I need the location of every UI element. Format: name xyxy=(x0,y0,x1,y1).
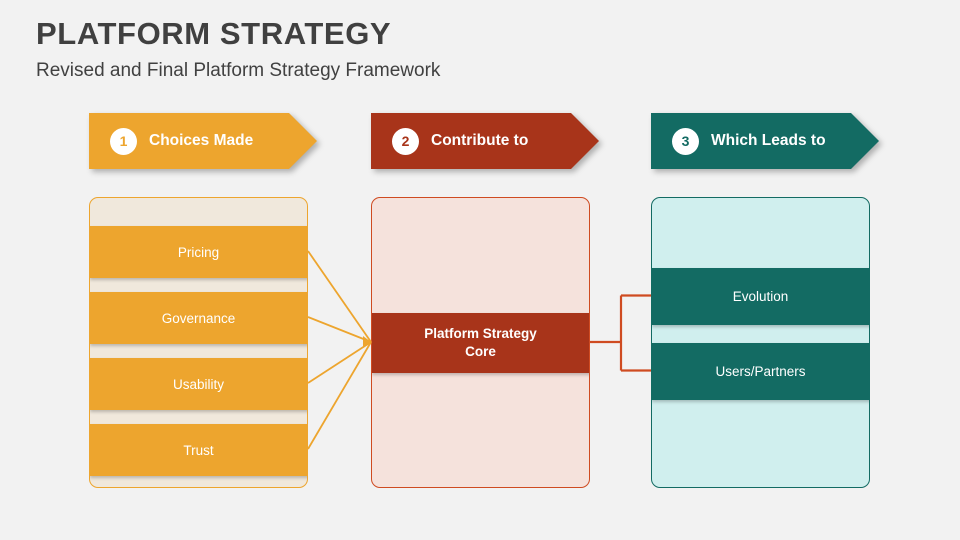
choice-label-pricing: Pricing xyxy=(177,244,220,260)
core-label-line1: Platform Strategy xyxy=(424,326,537,342)
choice-item-usability[interactable]: Usability xyxy=(90,358,307,410)
stage-label-2: Contribute to xyxy=(431,132,529,149)
page-subtitle: Revised and Final Platform Strategy Fram… xyxy=(36,60,441,81)
connector-arrow-left xyxy=(363,336,371,348)
choice-item-governance[interactable]: Governance xyxy=(90,292,307,344)
stage-number-1: 1 xyxy=(110,127,137,155)
stage-number-3: 3 xyxy=(672,127,699,155)
connector-line-left-0 xyxy=(307,250,372,343)
connector-line-left-1 xyxy=(307,316,372,343)
stage-banner-3[interactable]: 3 Which Leads to xyxy=(651,113,879,169)
connector-line-left-3 xyxy=(307,341,372,450)
choice-item-trust[interactable]: Trust xyxy=(90,424,307,476)
stage-banner-2[interactable]: 2 Contribute to xyxy=(371,113,599,169)
choice-item-pricing[interactable]: Pricing xyxy=(90,226,307,278)
platform-strategy-core[interactable]: Platform Strategy Core xyxy=(372,313,589,373)
core-column: Platform Strategy Core xyxy=(371,197,590,488)
left-connector-group xyxy=(307,250,372,450)
stage-label-3: Which Leads to xyxy=(711,132,826,149)
choice-label-usability: Usability xyxy=(172,376,224,392)
choice-label-trust: Trust xyxy=(183,442,214,458)
outcome-item-evolution[interactable]: Evolution xyxy=(652,268,869,325)
connector-line-left-2 xyxy=(307,341,372,384)
core-label-line2: Core xyxy=(465,344,496,359)
choices-column: Pricing Governance Usability Trust xyxy=(89,197,308,488)
right-connector-group xyxy=(590,294,651,372)
stage-label-1: Choices Made xyxy=(149,132,254,149)
outcome-label-users-partners: Users/Partners xyxy=(715,364,806,379)
outcomes-column: Evolution Users/Partners xyxy=(651,197,870,488)
choice-label-governance: Governance xyxy=(161,310,236,326)
stage-number-2: 2 xyxy=(392,127,419,155)
outcome-label-evolution: Evolution xyxy=(732,289,789,304)
outcome-item-users-partners[interactable]: Users/Partners xyxy=(652,343,869,400)
stage-banner-1[interactable]: 1 Choices Made xyxy=(89,113,317,169)
page-title: PLATFORM STRATEGY xyxy=(36,16,392,51)
